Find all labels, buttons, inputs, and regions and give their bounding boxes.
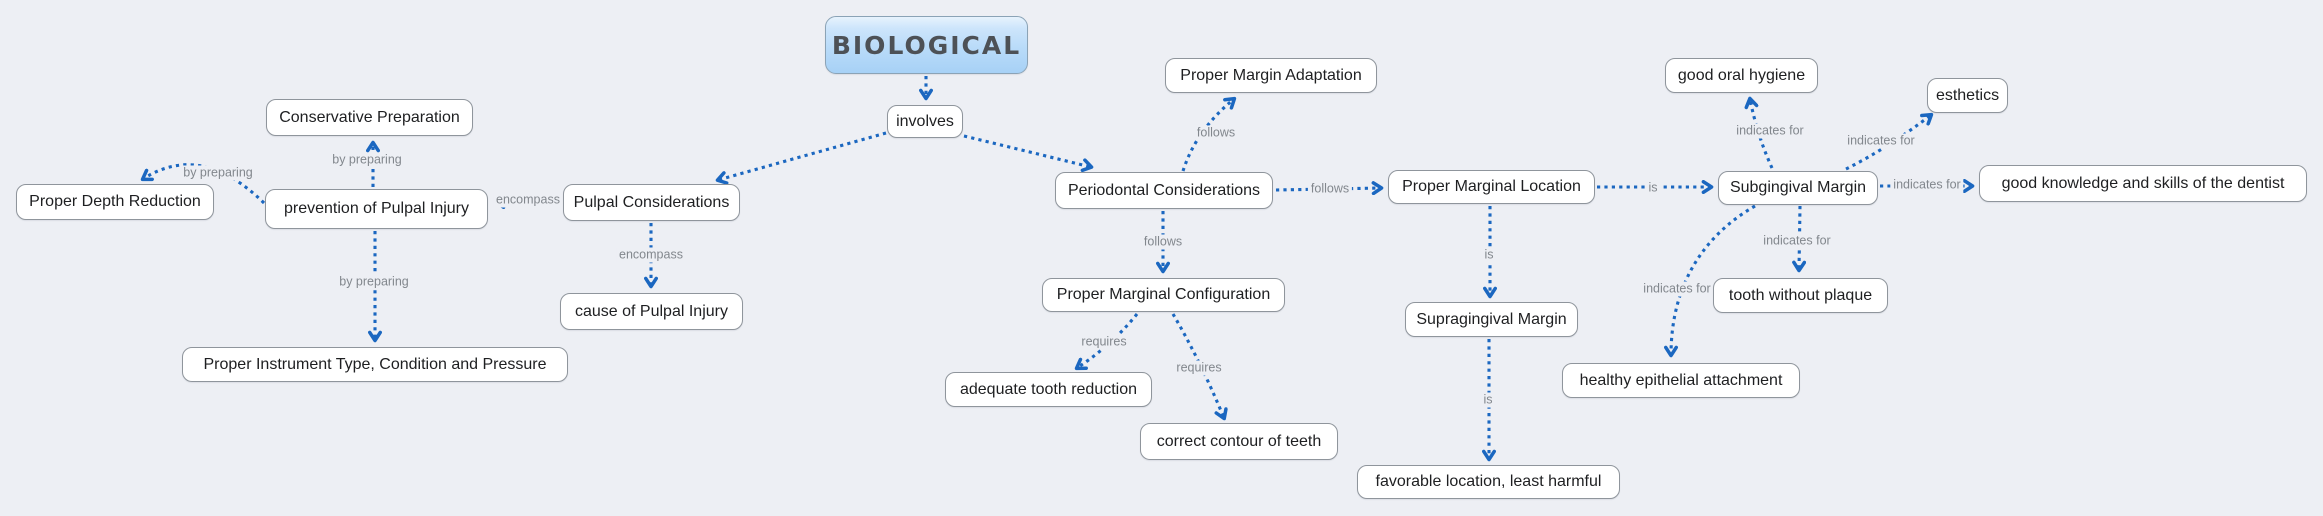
node-proper-instrument-type[interactable]: Proper Instrument Type, Condition and Pr… — [182, 347, 568, 382]
link-label-pulpal-prevention[interactable]: encompass — [493, 192, 563, 208]
edge-prevention-depth-reduction — [140, 163, 266, 205]
link-label-subgingival-tooth-without-plaque[interactable]: indicates for — [1760, 233, 1834, 249]
link-label-prevention-conservative[interactable]: by preparing — [329, 152, 405, 168]
node-good-knowledge-skills[interactable]: good knowledge and skills of the dentist — [1979, 165, 2307, 202]
link-label-periodontal-margin-adaptation[interactable]: follows — [1193, 125, 1239, 141]
link-label-subgingival-esthetics[interactable]: indicates for — [1844, 133, 1918, 149]
node-periodontal-considerations[interactable]: Periodontal Considerations — [1055, 172, 1273, 209]
node-involves[interactable]: involves — [887, 105, 963, 138]
node-proper-marginal-configuration[interactable]: Proper Marginal Configuration — [1042, 278, 1285, 312]
node-correct-contour-of-teeth[interactable]: correct contour of teeth — [1140, 423, 1338, 460]
edge-subgingival-healthy-epithelial — [1664, 204, 1756, 358]
node-proper-depth-reduction[interactable]: Proper Depth Reduction — [16, 184, 214, 220]
link-label-subgingival-good-knowledge[interactable]: indicates for — [1890, 177, 1964, 193]
link-label-configuration-correct-contour[interactable]: requires — [1173, 360, 1225, 376]
edge-subgingival-esthetics — [1845, 112, 1934, 171]
link-label-supragingival-favorable[interactable]: is — [1480, 392, 1496, 408]
node-cause-of-pulpal-injury[interactable]: cause of Pulpal Injury — [560, 293, 743, 330]
link-label-pulpal-cause[interactable]: encompass — [616, 247, 686, 263]
link-label-location-subgingival[interactable]: is — [1645, 180, 1661, 196]
node-favorable-location[interactable]: favorable location, least harmful — [1357, 465, 1620, 499]
node-prevention-of-pulpal-injury[interactable]: prevention of Pulpal Injury — [265, 189, 488, 229]
node-esthetics[interactable]: esthetics — [1927, 78, 2008, 113]
link-label-subgingival-healthy-epithelial[interactable]: indicates for — [1640, 281, 1714, 297]
node-proper-margin-adaptation[interactable]: Proper Margin Adaptation — [1165, 58, 1377, 93]
edge-involves-pulpal — [715, 131, 887, 185]
link-label-periodontal-marginal-location[interactable]: follows — [1307, 181, 1353, 197]
node-biological[interactable]: BIOLOGICAL — [825, 16, 1028, 74]
node-adequate-tooth-reduction[interactable]: adequate tooth reduction — [945, 372, 1152, 407]
node-proper-marginal-location[interactable]: Proper Marginal Location — [1388, 170, 1595, 204]
link-label-prevention-instrument[interactable]: by preparing — [336, 274, 412, 290]
link-label-location-supragingival[interactable]: is — [1481, 247, 1497, 263]
node-conservative-preparation[interactable]: Conservative Preparation — [266, 99, 473, 136]
node-pulpal-considerations[interactable]: Pulpal Considerations — [563, 184, 740, 221]
node-subgingival-margin[interactable]: Subgingival Margin — [1718, 171, 1878, 205]
edge-periodontal-margin-adaptation — [1181, 96, 1237, 172]
link-label-periodontal-marginal-configuration[interactable]: follows — [1140, 234, 1186, 250]
node-good-oral-hygiene[interactable]: good oral hygiene — [1665, 58, 1818, 93]
node-tooth-without-plaque[interactable]: tooth without plaque — [1713, 278, 1888, 313]
node-supragingival-margin[interactable]: Supragingival Margin — [1405, 302, 1578, 337]
node-healthy-epithelial-attachment[interactable]: healthy epithelial attachment — [1562, 363, 1800, 398]
link-label-subgingival-good-oral-hygiene[interactable]: indicates for — [1733, 123, 1807, 139]
link-label-prevention-depth-reduction[interactable]: by preparing — [180, 165, 256, 181]
edge-involves-periodontal — [963, 134, 1094, 173]
link-label-configuration-adequate-reduction[interactable]: requires — [1078, 334, 1130, 350]
